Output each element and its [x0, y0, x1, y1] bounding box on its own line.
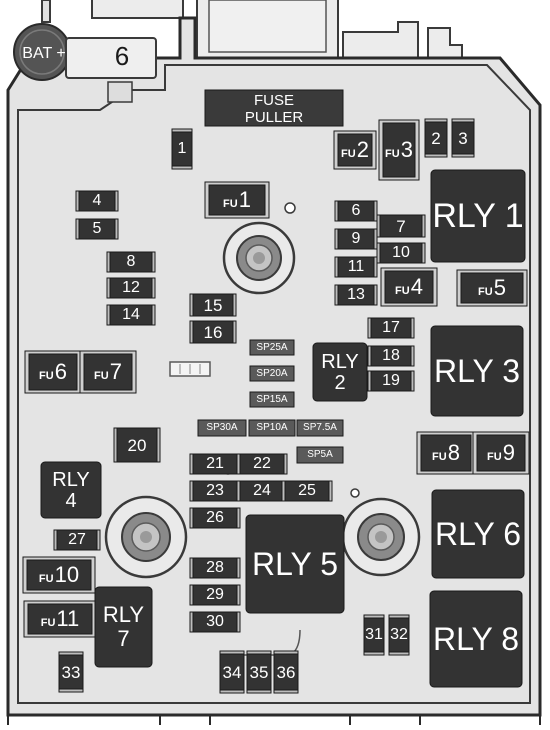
- fuse-22: [239, 453, 285, 475]
- terminal-bracket: [65, 37, 157, 79]
- top-tab-right: [342, 21, 419, 60]
- fuse-20: [116, 427, 158, 463]
- fuse-9: [337, 228, 375, 250]
- fuse-16: [192, 320, 234, 344]
- box-bottom-edge: [7, 715, 541, 725]
- relay-rly5: [245, 514, 345, 614]
- fuse-35: [246, 653, 272, 691]
- fuse-puller: [204, 89, 344, 127]
- fuse-33: [58, 654, 84, 690]
- fu-fuse-5: [460, 272, 524, 304]
- battery-terminal-ring: [19, 29, 65, 75]
- fu-fuse-7: [83, 353, 133, 391]
- fuse-group: [53, 118, 475, 694]
- relay-rly4: [40, 461, 102, 519]
- relay-rly1: [430, 169, 526, 263]
- fuse-14: [109, 304, 153, 326]
- fuse-21: [192, 453, 238, 475]
- spare-fuse-sp5: [296, 446, 344, 464]
- fu-fuse-3: [382, 122, 416, 178]
- fu-fuse-4: [384, 270, 434, 304]
- relay-group: [40, 169, 526, 688]
- fuse-17: [370, 317, 412, 339]
- fuse-34: [219, 653, 245, 691]
- fuse-29: [192, 584, 238, 606]
- relay-rly2: [312, 342, 368, 402]
- fuse-1: [171, 131, 193, 167]
- fuse-3: [451, 121, 475, 155]
- fuse-13: [337, 284, 375, 306]
- battery-terminal: [13, 23, 71, 81]
- fuse-36: [273, 653, 299, 691]
- top-tab-center-inner: [208, 0, 327, 53]
- fuse-31: [363, 617, 385, 653]
- fu-fuse-6: [28, 353, 78, 391]
- fu-fuse-8: [420, 434, 472, 472]
- box-inner: [17, 64, 531, 704]
- fu-fuse-group: [22, 119, 530, 638]
- fuse-8: [109, 251, 153, 273]
- relay-rly6: [431, 489, 525, 579]
- fuse-10: [379, 242, 423, 264]
- fuse-24: [239, 480, 285, 502]
- locator-hole-1: [284, 202, 296, 214]
- relay-rly8: [429, 590, 523, 688]
- spare-fuse-sp30: [197, 419, 247, 437]
- spare-fuse-sp15: [249, 391, 295, 408]
- fuse-27: [56, 529, 98, 551]
- top-tab-left: [91, 0, 184, 19]
- spare-fuse-sp20: [249, 365, 295, 382]
- spare-fuse-sp75: [296, 419, 344, 437]
- fuse-11: [337, 256, 375, 278]
- locator-hole-3: [350, 488, 360, 498]
- spare-fuse-group: [197, 339, 344, 464]
- fuse-2: [424, 121, 448, 155]
- screw-right: [341, 497, 421, 577]
- terminal-small-part: [107, 81, 133, 103]
- fuse-12: [109, 277, 153, 299]
- top-post: [41, 0, 51, 23]
- fuse-25: [284, 480, 330, 502]
- fuse-5: [78, 218, 116, 240]
- fuse-15: [192, 293, 234, 317]
- fuse-23: [192, 480, 238, 502]
- screw-left: [104, 495, 188, 579]
- fuse-6: [337, 200, 375, 222]
- fuse-30: [192, 611, 238, 633]
- fu-fuse-9: [476, 434, 526, 472]
- fuse-7: [379, 214, 423, 238]
- fu-fuse-11: [27, 603, 93, 635]
- fuse-4: [78, 190, 116, 212]
- fu-fuse-10: [26, 559, 92, 591]
- relay-rly3: [430, 325, 524, 417]
- fuse-18: [370, 345, 412, 367]
- spare-fuse-sp10: [248, 419, 296, 437]
- screw-top: [222, 221, 296, 295]
- fuse-28: [192, 557, 238, 579]
- top-tab-far-right: [427, 27, 463, 60]
- fuse-19: [370, 370, 412, 392]
- relay-rly7: [94, 586, 153, 668]
- fuse-32: [388, 617, 410, 653]
- spare-fuse-sp25: [249, 339, 295, 356]
- fuse-26: [192, 507, 238, 529]
- fu-fuse-1: [208, 184, 266, 216]
- fu-fuse-2: [337, 133, 373, 167]
